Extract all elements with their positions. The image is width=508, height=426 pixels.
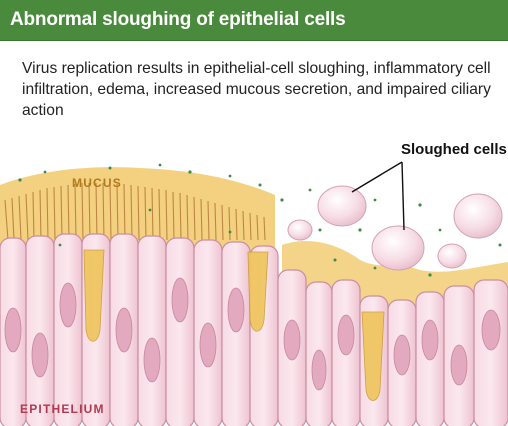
sloughed-cells-label: Sloughed cells: [401, 141, 507, 158]
mucus-label: MUCUS: [72, 176, 122, 190]
epithelium-label: EPITHELIUM: [20, 402, 105, 416]
